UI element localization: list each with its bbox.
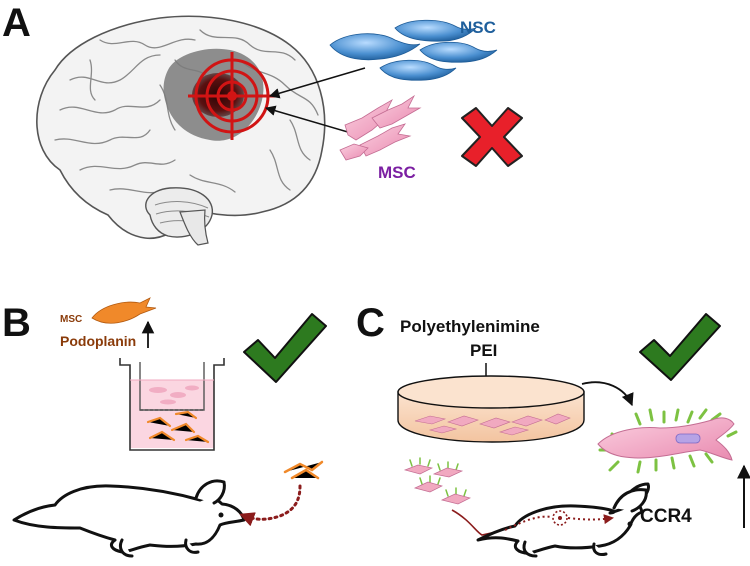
small-pink-cells (403, 457, 471, 505)
polyethylenimine-label: Polyethylenimine (400, 317, 540, 336)
check-icon-c (639, 313, 721, 381)
mouse-eye-b (218, 512, 224, 518)
transwell-icon (119, 358, 225, 451)
target-icon (188, 52, 276, 140)
nsc-label: NSC (460, 18, 496, 37)
mouse-icon-b (12, 479, 246, 558)
nsc-cells (329, 19, 498, 81)
dish-to-cell-arrow (581, 381, 634, 407)
msc-arrow (264, 105, 359, 136)
engineered-msc-cell (597, 408, 738, 474)
target-site-c (552, 510, 568, 526)
target-site-dot-c (558, 516, 562, 520)
mouse-eye-c (627, 521, 633, 527)
migration-path-2 (567, 514, 614, 525)
injection-line (451, 509, 506, 536)
brain-illustration (36, 15, 326, 246)
nsc-arrow (268, 67, 366, 99)
panel-letter-a: A (2, 1, 31, 45)
podoplanin-label: Podoplanin (60, 333, 136, 349)
cross-icon (461, 107, 523, 167)
petri-dish-icon (397, 375, 585, 443)
msc-cells-pink (339, 94, 422, 161)
mouse-icon-c (476, 482, 650, 558)
pei-label: PEI (470, 341, 497, 360)
check-icon-b (243, 313, 327, 383)
migration-path-1 (504, 515, 553, 531)
dotted-arrow-b (239, 484, 302, 527)
ccr4-label: CCR4 (640, 506, 692, 527)
msc-cell-orange (91, 297, 157, 324)
msc-label-b: MSC (60, 314, 82, 325)
panel-letter-c: C (356, 301, 385, 345)
panel-letter-b: B (2, 301, 31, 345)
msc-label-a: MSC (378, 163, 416, 182)
orange-cell-small (283, 460, 324, 480)
